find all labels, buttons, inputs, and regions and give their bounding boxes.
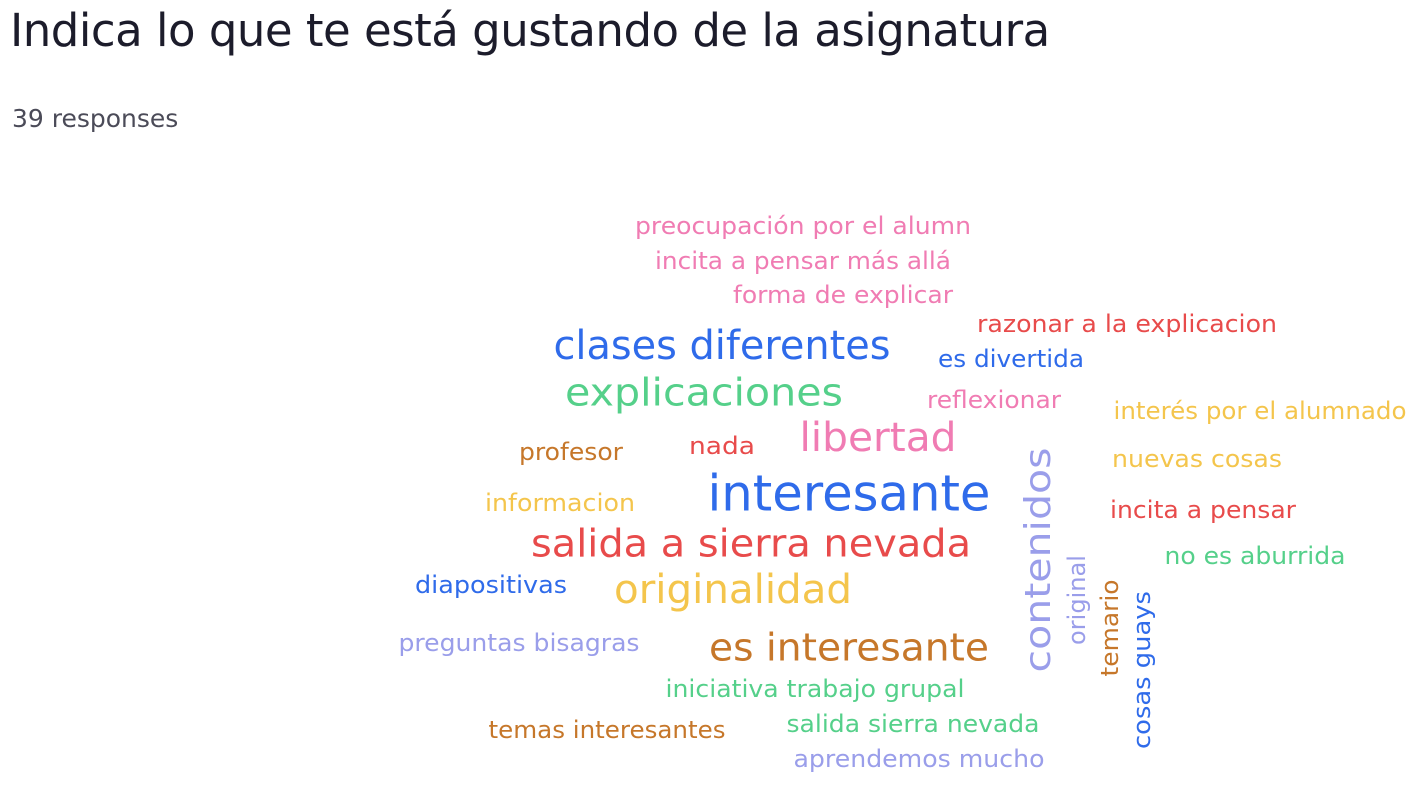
word-original: original <box>1063 555 1091 645</box>
word-profesor: profesor <box>519 438 623 466</box>
word-contenidos: contenidos <box>1018 448 1059 673</box>
word-nada: nada <box>689 432 755 460</box>
word-preocupacion-por-el-alumn: preocupación por el alumn <box>635 212 971 240</box>
word-clases-diferentes: clases diferentes <box>554 323 891 369</box>
word-aprendemos-mucho: aprendemos mucho <box>794 745 1045 773</box>
word-iniciativa-trabajo-grupal: iniciativa trabajo grupal <box>666 675 965 703</box>
word-es-divertida: es divertida <box>938 345 1084 373</box>
word-temario: temario <box>1096 580 1124 677</box>
word-libertad: libertad <box>800 415 957 461</box>
word-cosas-guays: cosas guays <box>1128 591 1156 749</box>
response-count: 39 responses <box>12 104 179 133</box>
word-incita-a-pensar-mas-alla: incita a pensar más allá <box>655 247 951 275</box>
word-temas-interesantes: temas interesantes <box>489 716 726 744</box>
word-nuevas-cosas: nuevas cosas <box>1112 445 1282 473</box>
word-forma-de-explicar: forma de explicar <box>733 281 953 309</box>
page-title: Indica lo que te está gustando de la asi… <box>10 4 1050 57</box>
word-reflexionar: reflexionar <box>927 386 1061 414</box>
word-es-interesante: es interesante <box>709 626 989 670</box>
word-diapositivas: diapositivas <box>415 571 567 599</box>
word-informacion: informacion <box>485 489 635 517</box>
word-salida-sierra-nevada: salida sierra nevada <box>787 710 1040 738</box>
word-explicaciones: explicaciones <box>565 371 843 415</box>
word-razonar-a-la-explicacion: razonar a la explicacion <box>977 310 1277 338</box>
word-interes-por-el-alumnado: interés por el alumnado <box>1114 397 1407 425</box>
word-originalidad: originalidad <box>614 567 852 613</box>
word-incita-a-pensar: incita a pensar <box>1110 496 1296 524</box>
word-salida-a-sierra-nevada: salida a sierra nevada <box>531 522 971 566</box>
word-preguntas-bisagras: preguntas bisagras <box>399 629 640 657</box>
word-no-es-aburrida: no es aburrida <box>1165 542 1346 570</box>
word-interesante: interesante <box>708 465 991 523</box>
